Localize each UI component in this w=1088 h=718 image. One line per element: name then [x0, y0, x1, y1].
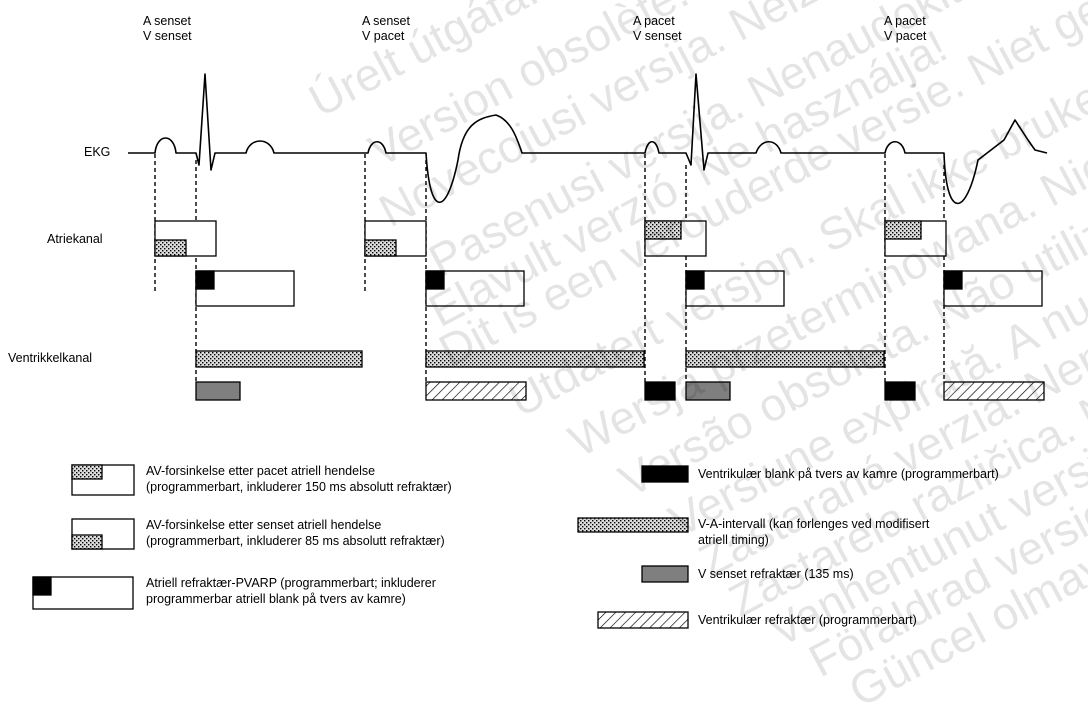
legend-text-av-sensed: AV-forsinkelse etter senset atriell hend…	[146, 518, 445, 548]
legend-text-vent-blank: Ventrikulær blank på tvers av kamre (pro…	[698, 467, 999, 481]
legend-text-va: V-A-intervall (kan forlenges ved modifis…	[698, 517, 930, 547]
event-markers	[154, 154, 945, 382]
ventricular-refractory	[943, 381, 1045, 401]
va-interval	[195, 350, 363, 368]
legend-symbol-vent-blank	[641, 465, 689, 483]
legend-text-pvarp: Atriell refraktær-PVARP (programmerbart;…	[146, 576, 436, 606]
v-sensed-refractory	[195, 381, 241, 401]
ventricular-refractory	[425, 381, 527, 401]
legend-text-v-sensed-refr: V senset refraktær (135 ms)	[698, 567, 854, 581]
legend-symbol-vent-refr	[597, 611, 689, 629]
legend-symbol-av-paced	[71, 464, 135, 496]
legend-symbol-v-sensed-refr	[641, 565, 689, 583]
ventricular-blank	[644, 381, 676, 401]
av-delay-abs-refr	[644, 220, 682, 240]
va-interval	[685, 350, 885, 368]
v-sensed-refractory	[685, 381, 731, 401]
av-delay-abs-refr	[154, 239, 187, 257]
ventricular-blank	[884, 381, 916, 401]
ventricular-channel-label: Ventrikkelkanal	[8, 351, 93, 365]
legend-text-vent-refr: Ventrikulær refraktær (programmerbart)	[698, 613, 917, 627]
atrial-blank	[195, 270, 215, 290]
av-delay-abs-refr	[884, 220, 922, 240]
atrial-blank	[425, 270, 445, 290]
va-interval	[425, 350, 645, 368]
atrial-blank	[943, 270, 963, 290]
diagram-graphics	[32, 73, 1048, 629]
ekg-label: EKG	[84, 145, 111, 159]
legend-symbol-va	[577, 517, 689, 533]
av-delay-abs-refr	[364, 239, 397, 257]
atrial-blank	[685, 270, 705, 290]
legend-text-av-paced: AV-forsinkelse etter pacet atriell hende…	[146, 464, 452, 494]
ekg-trace	[128, 73, 1048, 205]
atrial-channel-label: Atriekanal	[47, 232, 103, 246]
